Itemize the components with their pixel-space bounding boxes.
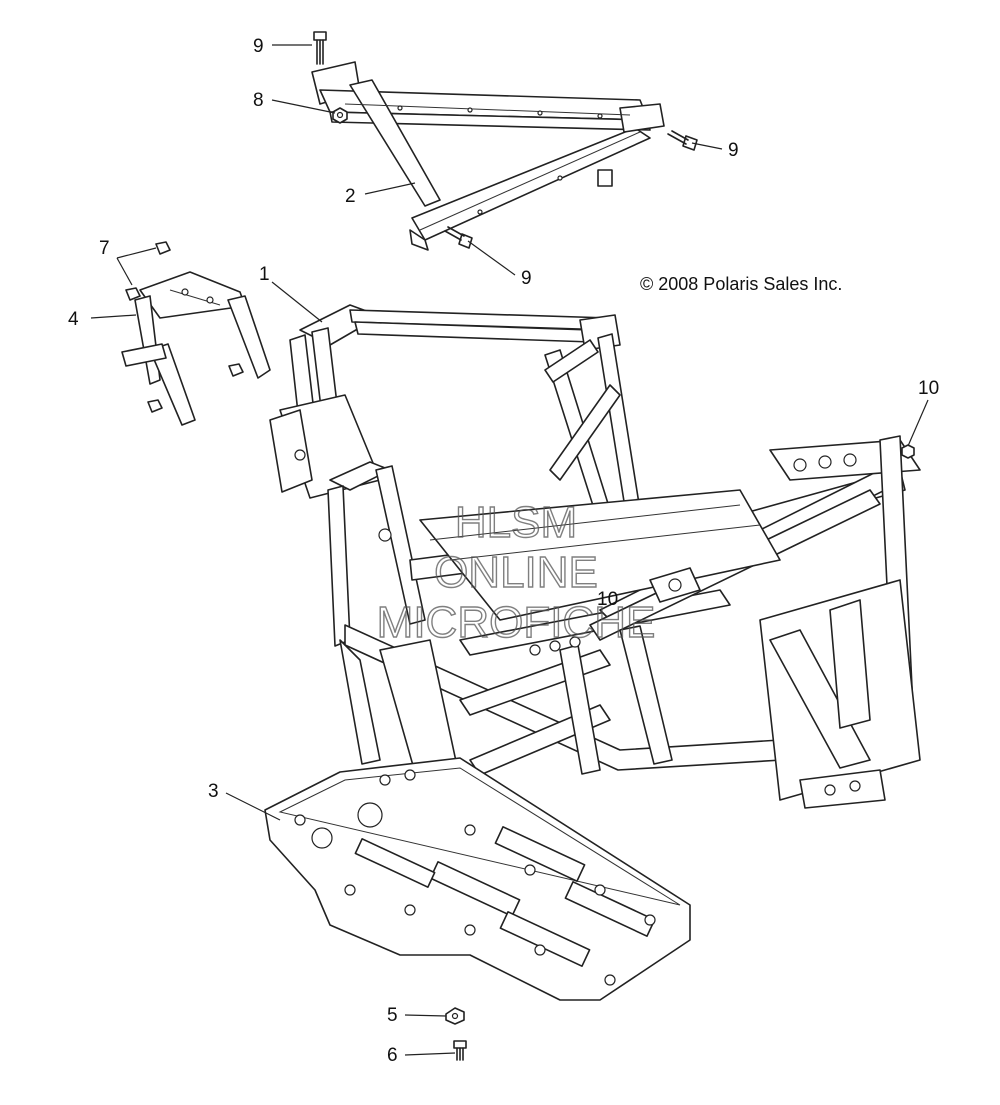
leader-lines — [90, 44, 929, 1056]
watermark-line-3: MICROFICHE — [377, 598, 656, 647]
nut-icon — [332, 107, 348, 124]
callout-9-right: 9 — [728, 140, 739, 161]
copyright-notice: © 2008 Polaris Sales Inc. — [640, 274, 842, 294]
callout-6: 6 — [387, 1045, 398, 1066]
watermark-line-2: ONLINE — [434, 548, 598, 597]
callout-7: 7 — [99, 238, 110, 259]
callout-9-lower: 9 — [521, 268, 532, 289]
bolt-icon — [444, 226, 473, 249]
callout-3: 3 — [208, 781, 219, 802]
callout-labels: 9 8 9 2 7 9 1 4 10 10 3 5 6 — [68, 36, 939, 1066]
bolt-icon — [453, 1040, 467, 1061]
bolt-icon — [313, 31, 327, 65]
callout-9-top: 9 — [253, 36, 264, 57]
bracket-part-4 — [121, 271, 271, 426]
watermark-line-1: HLSM — [455, 498, 577, 547]
callout-4: 4 — [68, 309, 79, 330]
callout-2: 2 — [345, 186, 356, 207]
front-brace-part-2 — [311, 61, 665, 251]
callout-8: 8 — [253, 90, 264, 111]
callout-1: 1 — [259, 264, 270, 285]
watermark: HLSM ONLINE MICROFICHE — [376, 497, 656, 647]
nut-icon — [445, 1007, 465, 1025]
push-rivet-icon — [125, 241, 244, 413]
bolt-icon — [667, 130, 698, 151]
callout-10-right: 10 — [918, 378, 939, 399]
skid-plate-part-3 — [264, 757, 691, 1001]
callout-10-center: 10 — [597, 589, 618, 610]
callout-5: 5 — [387, 1005, 398, 1026]
nut-icon — [901, 444, 915, 459]
main-frame-part-1 — [269, 304, 921, 809]
